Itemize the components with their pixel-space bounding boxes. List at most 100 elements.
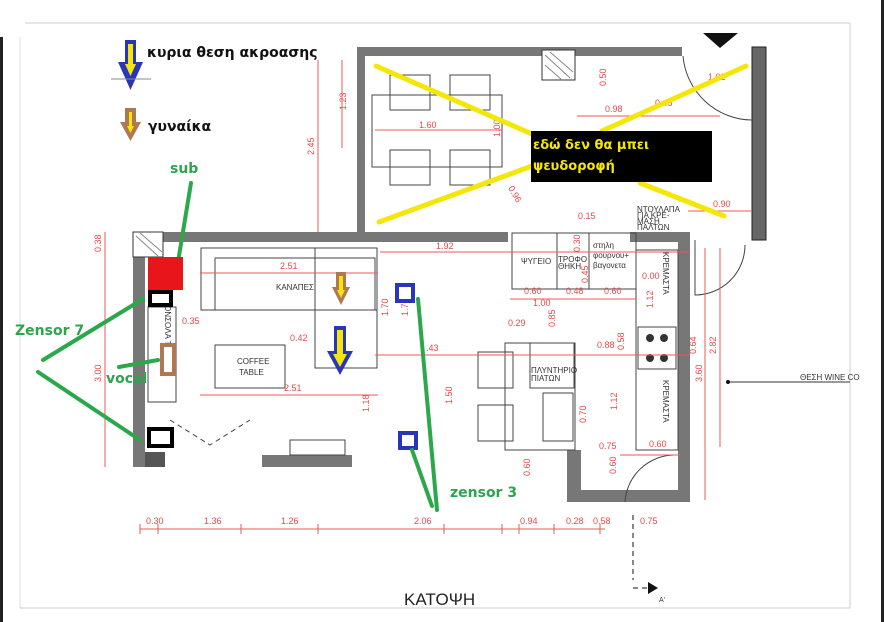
section-line bbox=[632, 515, 650, 589]
dim-label: 0.60 bbox=[604, 286, 622, 296]
walls bbox=[133, 46, 767, 502]
dim-label: .43 bbox=[426, 343, 439, 353]
dim-label: 1.60 bbox=[419, 120, 437, 130]
dim-label: 0.50 bbox=[598, 68, 608, 86]
left-edge-bar bbox=[0, 37, 3, 622]
column-hatch bbox=[544, 51, 574, 81]
oven-column-label: στηλη bbox=[593, 241, 614, 250]
coffee-table-label-2: TABLE bbox=[239, 368, 264, 377]
hanging-label-2: ΚΡΕΜΑΣΤΑ bbox=[661, 380, 670, 423]
dim-label: 1.50 bbox=[444, 386, 454, 404]
dim-label: 1.23 bbox=[338, 92, 348, 110]
zensor3-leader-line-2 bbox=[410, 448, 434, 508]
radiator bbox=[289, 439, 346, 456]
door-swing-top bbox=[682, 55, 753, 121]
subwoofer-marker bbox=[148, 257, 183, 290]
main-listening-position-arrow-inner bbox=[333, 330, 347, 367]
dim-label: 0.15 bbox=[578, 211, 596, 221]
woman-position-arrow-inner bbox=[337, 276, 345, 298]
dim-label: 3.00 bbox=[93, 364, 103, 382]
dim-label: 0.60 bbox=[522, 458, 532, 476]
zensor7-right-speaker bbox=[147, 427, 174, 448]
dim-label: 2.82 bbox=[708, 336, 718, 354]
section-marker: A' bbox=[659, 597, 665, 604]
dim-label: 1.00 bbox=[492, 119, 502, 137]
vocal-center-speaker bbox=[160, 343, 176, 376]
hanging-label: ΚΡΕΜΑΣΤΑ bbox=[661, 252, 670, 295]
tv-console-label: ΚΟΝΣΟΛΑ TV bbox=[163, 300, 172, 351]
dim-label: 0.85 bbox=[547, 309, 557, 327]
no-ceiling-note-line1: εδώ δεν θα μπει bbox=[533, 138, 649, 153]
right-edge-bar bbox=[881, 0, 884, 622]
dim-label: 0.60 bbox=[524, 286, 542, 296]
oven-column-label-2: φουρνου+ bbox=[593, 251, 629, 260]
dim-label: 2.06 bbox=[414, 516, 432, 526]
sub-leader-line bbox=[176, 181, 193, 264]
no-ceiling-note-box bbox=[531, 131, 712, 182]
wardrobe-label-4: ΠΑΛΤΩΝ bbox=[637, 223, 670, 232]
legend-main-listening: κυρια θεση ακροασης bbox=[147, 45, 318, 61]
wine-leader-dot bbox=[726, 380, 730, 384]
sofa-label: ΚΑΝΑΠΕΣ bbox=[276, 283, 314, 292]
pantry-label-2: ΘΗΚΗ bbox=[558, 262, 581, 271]
column-hatch-2 bbox=[135, 232, 163, 257]
zensor7-label: Zensor 7 bbox=[15, 323, 84, 339]
dim-label: 2.51 bbox=[284, 383, 302, 393]
dim-label: 0.70 bbox=[578, 405, 588, 423]
furniture bbox=[147, 74, 679, 451]
zensor7-left-speaker bbox=[148, 290, 173, 307]
bottom-dimension-ticks bbox=[139, 524, 601, 534]
legend-woman: γυναίκα bbox=[148, 119, 212, 135]
dimension-lines bbox=[104, 60, 752, 530]
dim-label: 0.98 bbox=[605, 104, 623, 114]
pantry-label: ΤΡΟΦΟ bbox=[558, 255, 587, 264]
dim-label: 0.30 bbox=[146, 516, 164, 526]
door-swing-bottom bbox=[624, 454, 676, 503]
zensor3-speaker-1 bbox=[395, 283, 415, 303]
dim-label: 0.38 bbox=[93, 234, 103, 252]
vocal-leader-line bbox=[117, 358, 160, 369]
wardrobe-label-2: ΓΙΑ ΚΡΕ- bbox=[637, 211, 670, 220]
north-triangle-icon bbox=[703, 33, 738, 48]
dim-label: 0.96 bbox=[506, 184, 523, 204]
dishwasher-label: ΠΛΥΝΤΗΡΙΟ bbox=[531, 366, 577, 375]
dim-label: 0.88 bbox=[597, 340, 615, 350]
dim-label: 0.29 bbox=[508, 318, 526, 328]
dim-label: 0.94 bbox=[520, 516, 538, 526]
coffee-table-label: COFFEE bbox=[237, 357, 269, 366]
dim-label: 0.28 bbox=[566, 516, 584, 526]
main-listening-arrow-inner bbox=[125, 44, 136, 76]
door-swing-balcony bbox=[169, 419, 251, 446]
dim-label: 0.60 bbox=[649, 439, 667, 449]
dim-label: 0.64 bbox=[688, 336, 698, 354]
zensor3-label: zensor 3 bbox=[450, 485, 517, 501]
oven-column-label-3: βαγονετα bbox=[593, 261, 626, 270]
zensor3-speaker-2 bbox=[398, 431, 418, 450]
dim-label: 0.58 bbox=[616, 332, 626, 350]
dim-label: 1.70 bbox=[400, 298, 410, 316]
dim-label: 1.18 bbox=[361, 394, 371, 412]
woman-arrow-inner bbox=[127, 112, 134, 133]
dim-label: 0.90 bbox=[713, 199, 731, 209]
column-hatched-2 bbox=[132, 231, 164, 258]
dim-label: 0.42 bbox=[290, 333, 308, 343]
dim-label: 0.00 bbox=[642, 271, 660, 281]
dim-label: 0.35 bbox=[182, 316, 200, 326]
vocal-label: vocal bbox=[106, 371, 147, 387]
wardrobe-label: ΝΤΟΥΛΑΠΑ bbox=[637, 205, 681, 214]
no-ceiling-note-line2: ψευδοροφή bbox=[533, 159, 615, 174]
door-swing-right bbox=[694, 240, 746, 296]
wine-label: ΘΕΣΗ WINE CO bbox=[800, 373, 860, 382]
no-ceiling-cross-lines bbox=[373, 63, 749, 225]
dim-label: 1.92 bbox=[436, 241, 454, 251]
dim-label: 0.45 bbox=[580, 265, 590, 283]
dim-label: 0.58 bbox=[593, 516, 611, 526]
dim-label: 1.70 bbox=[380, 298, 390, 316]
zensor7-leader-line-1 bbox=[41, 297, 145, 362]
zensor7-leader-line-2 bbox=[36, 370, 142, 442]
dim-label: 1.00 bbox=[533, 298, 551, 308]
dim-label: 0.75 bbox=[640, 516, 658, 526]
zensor3-leader-line-1 bbox=[416, 297, 439, 512]
column-hatched bbox=[541, 49, 576, 81]
